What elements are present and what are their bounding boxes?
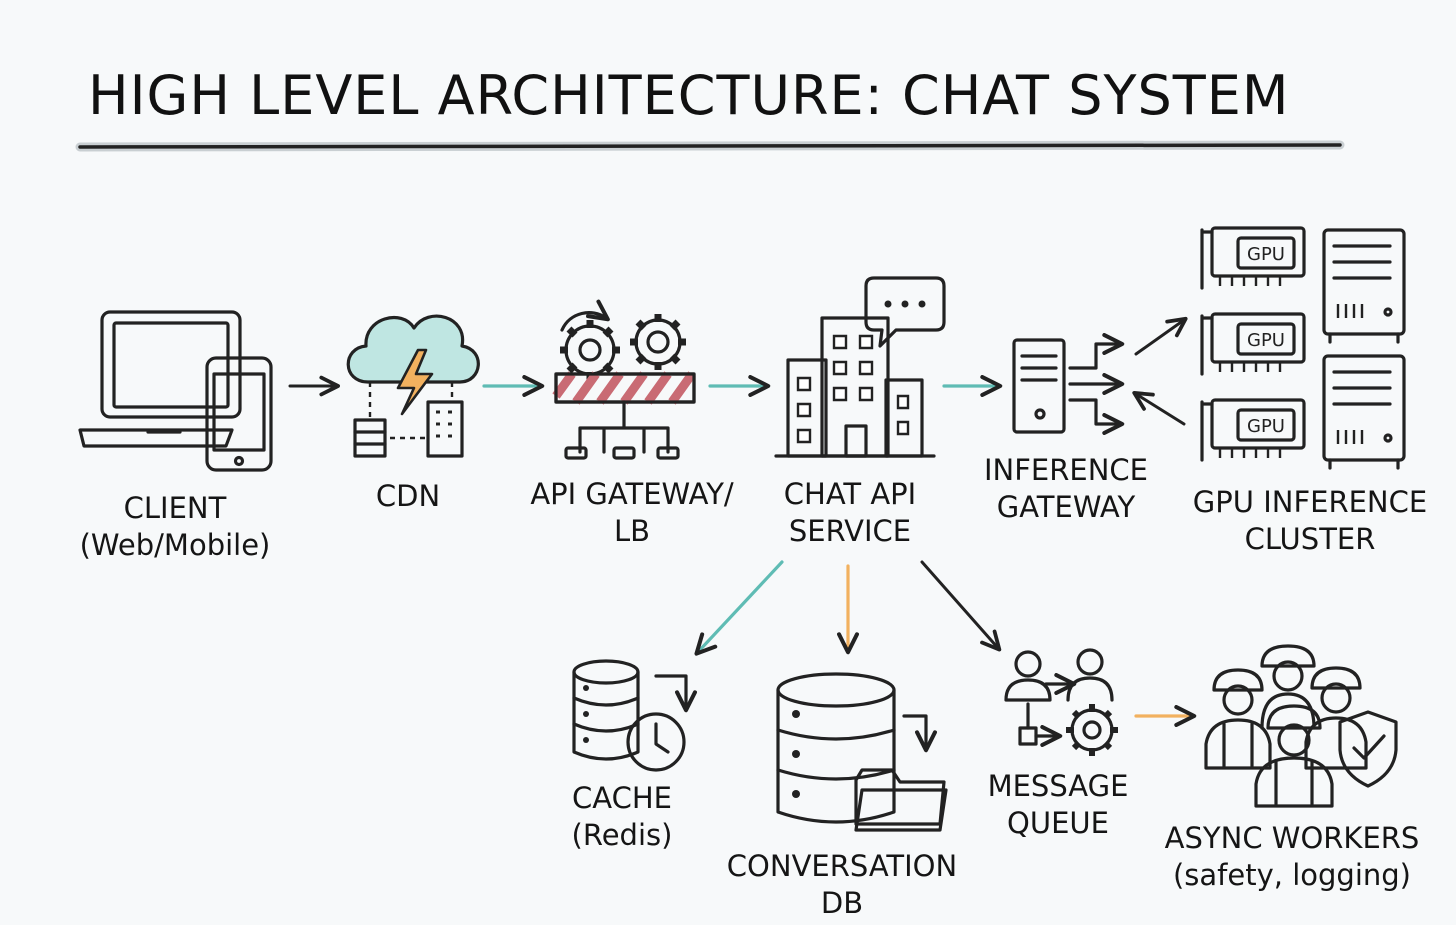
gpu-cluster-label-line1: GPU INFERENCE [1192, 485, 1428, 519]
server-router-icon [1012, 333, 1125, 435]
message-queue-label-line2: QUEUE [1007, 806, 1109, 840]
inference-gateway-label: INFERENCE GATEWAY [984, 452, 1148, 526]
cdn-label: CDN [376, 478, 440, 515]
laptop-phone-icon [78, 310, 273, 472]
title-underline-ink [78, 143, 1342, 149]
client-label-line2: (Web/Mobile) [79, 528, 271, 562]
message-queue-label-line1: MESSAGE [987, 769, 1129, 803]
client-label-line1: CLIENT [123, 491, 227, 525]
inference-gateway-label-line2: GATEWAY [996, 490, 1136, 524]
workers-shield-icon [1204, 644, 1398, 808]
arrow-chat-queue [920, 560, 1002, 652]
async-workers-label-line2: (safety, logging) [1172, 858, 1411, 892]
message-queue-label: MESSAGE QUEUE [988, 768, 1129, 842]
chat-api-label: CHAT API SERVICE [784, 476, 916, 550]
api-gateway-label-line1: API GATEWAY/ [530, 477, 734, 511]
api-gateway-label: API GATEWAY/ LB [530, 476, 733, 550]
cache-label-line1: CACHE [572, 781, 672, 815]
arrow-gpu-inference-back [1132, 390, 1186, 426]
flow-arrows [288, 316, 1197, 727]
arrow-chat-cache [694, 560, 784, 656]
gpu-card-label: GPU [1247, 330, 1285, 351]
arrow-inference-gpu-up [1134, 316, 1188, 356]
cache-label-line2: (Redis) [571, 818, 673, 852]
cloud-lightning-icon [346, 314, 480, 458]
conversation-db-label-line2: DB [820, 886, 864, 920]
page-title: HIGH LEVEL ARCHITECTURE: CHAT SYSTEM [88, 64, 1290, 127]
async-workers-label-line1: ASYNC WORKERS [1164, 821, 1420, 855]
gpu-cluster-label: GPU INFERENCE CLUSTER [1193, 484, 1427, 558]
chat-api-label-line2: SERVICE [788, 514, 912, 548]
cache-label: CACHE (Redis) [572, 780, 673, 854]
cdn-label-line1: CDN [375, 479, 441, 513]
gpu-card-label: GPU [1247, 416, 1285, 437]
gpu-cluster-label-line2: CLUSTER [1244, 522, 1376, 556]
async-workers-label: ASYNC WORKERS (safety, logging) [1165, 820, 1420, 894]
database-folder-icon [776, 672, 948, 832]
client-label: CLIENT (Web/Mobile) [80, 490, 271, 564]
gpu-rack-icon: GPU GPU GPU [1200, 226, 1406, 470]
gpu-card-label: GPU [1247, 244, 1285, 265]
database-clock-icon [572, 659, 697, 772]
inference-gateway-label-line1: INFERENCE [984, 453, 1148, 487]
building-chat-icon [774, 276, 946, 458]
users-gear-icon [1004, 648, 1118, 756]
conversation-db-label-line1: CONVERSATION [726, 849, 958, 883]
chat-api-label-line1: CHAT API [783, 477, 917, 511]
gears-barrier-icon [552, 299, 696, 460]
api-gateway-label-line2: LB [613, 514, 651, 548]
conversation-db-label: CONVERSATION DB [727, 848, 957, 922]
